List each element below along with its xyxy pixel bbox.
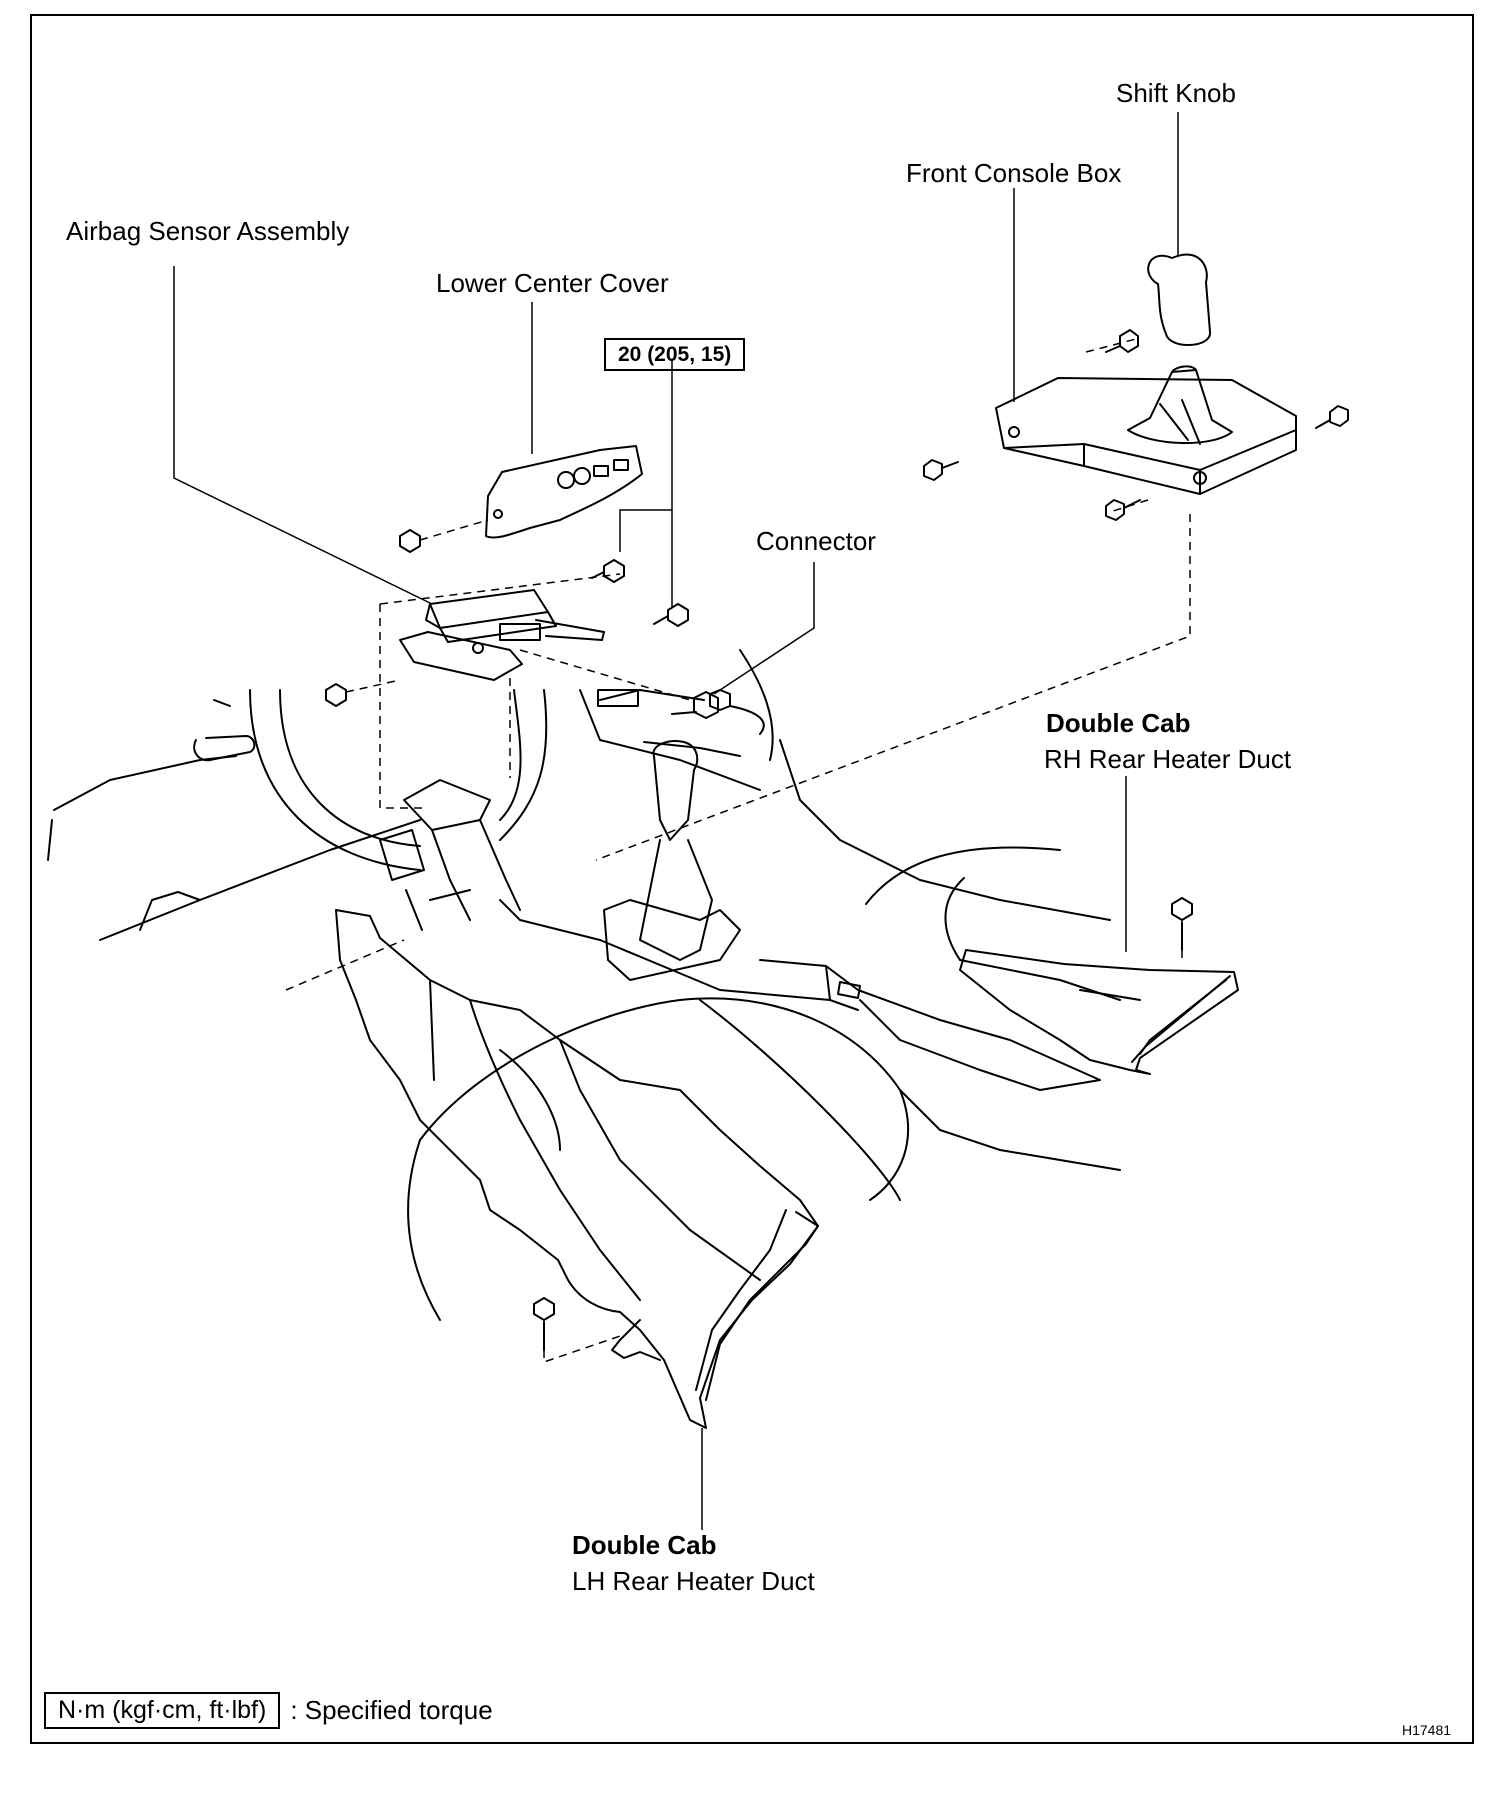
- rh-rear-heater-duct-part: [959, 949, 1239, 1075]
- torque-legend-text: : Specified torque: [290, 1695, 493, 1725]
- rh-duct-variant-label: Double Cab: [1046, 708, 1191, 738]
- sensor-bolt: [325, 683, 347, 707]
- lh-duct-screw: [533, 1297, 555, 1351]
- airbag-sensor-assembly-label: Airbag Sensor Assembly: [66, 216, 350, 246]
- console-bolts: [923, 329, 1349, 521]
- shift-knob-label: Shift Knob: [1116, 78, 1236, 108]
- dashboard-structure: [47, 649, 1121, 1321]
- lh-rear-heater-duct-label: LH Rear Heater Duct: [572, 1566, 815, 1596]
- torque-legend: N·m (kgf·cm, ft·lbf) : Specified torque: [44, 1692, 493, 1729]
- lh-duct-variant-label: Double Cab: [572, 1530, 717, 1560]
- shift-knob-part: [1147, 253, 1211, 347]
- torque-spec-box: 20 (205, 15): [604, 338, 746, 371]
- alignment-dashed-lines: [285, 337, 1191, 1364]
- figure-id: H17481: [1402, 1722, 1452, 1738]
- connector-label: Connector: [756, 526, 876, 556]
- front-console-box-label: Front Console Box: [906, 158, 1122, 188]
- lower-center-cover-part: [485, 445, 643, 539]
- torque-unit-box: N·m (kgf·cm, ft·lbf): [44, 1692, 281, 1729]
- airbag-sensor-part: [399, 589, 605, 681]
- diagram-frame: [30, 14, 1474, 1744]
- rh-rear-heater-duct-label: RH Rear Heater Duct: [1044, 744, 1292, 774]
- lh-rear-heater-duct-part: [335, 909, 819, 1429]
- leader-lines: [173, 112, 1179, 1530]
- lower-center-cover-label: Lower Center Cover: [436, 268, 669, 298]
- rh-duct-screw: [1171, 897, 1193, 951]
- front-console-box-part: [995, 365, 1297, 495]
